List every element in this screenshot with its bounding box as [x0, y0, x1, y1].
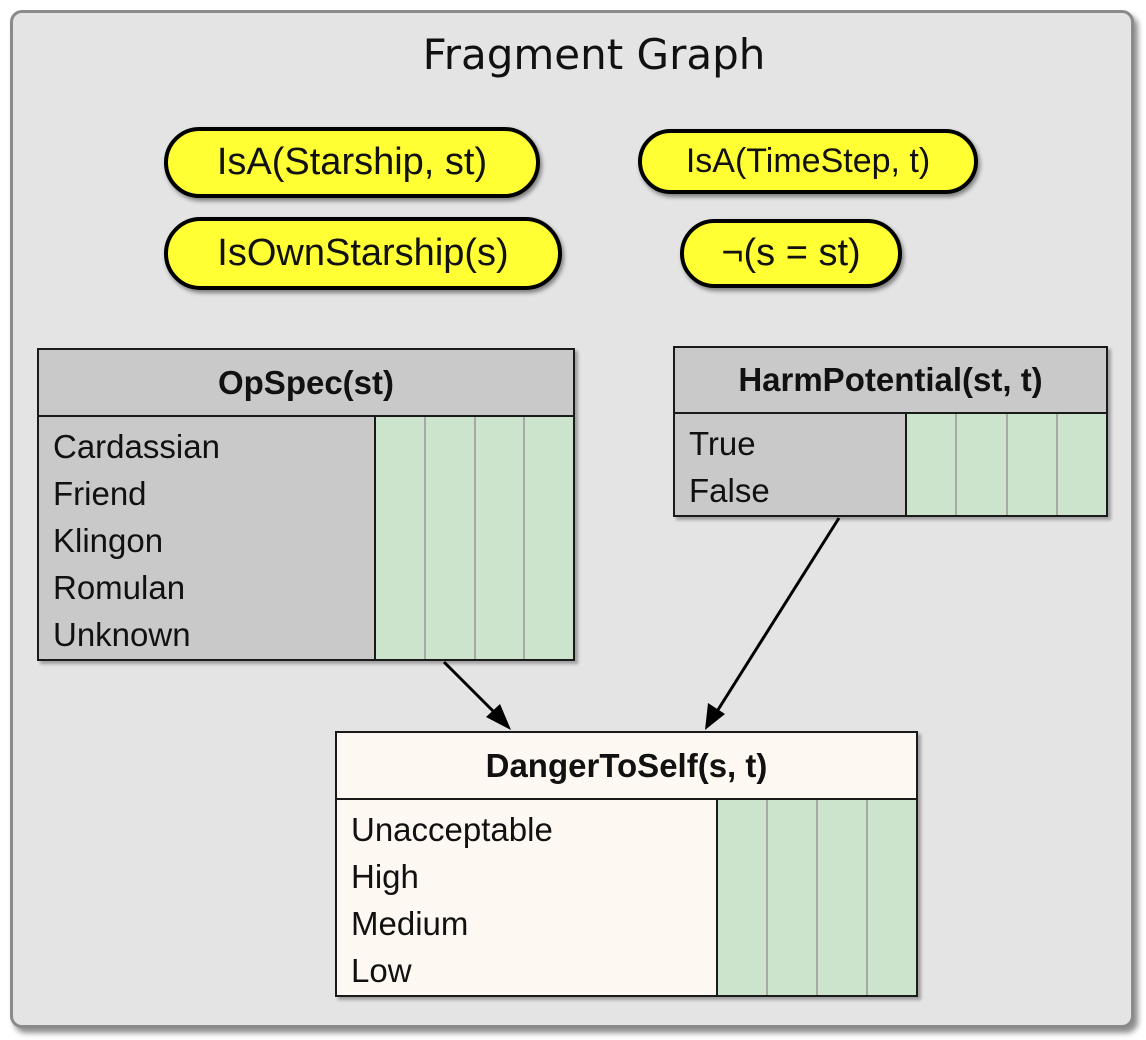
- context-node-s-not-equal-st[interactable]: ¬(s = st): [680, 219, 902, 288]
- arrowhead-icon: [705, 703, 725, 730]
- state-label: High: [351, 858, 419, 895]
- state-label: Medium: [351, 905, 469, 942]
- probability-bar: [768, 800, 818, 995]
- state-label: Friend: [53, 475, 147, 512]
- node-dangertoself-title: DangerToSelf(s, t): [337, 733, 916, 800]
- node-dangertoself-probability-bars: [718, 800, 916, 995]
- probability-bar: [426, 417, 476, 659]
- probability-bar: [907, 414, 958, 515]
- context-node-isa-starship[interactable]: IsA(Starship, st): [164, 127, 540, 198]
- probability-bar: [1008, 414, 1058, 515]
- state-label: Romulan: [53, 569, 186, 606]
- node-harmpotential[interactable]: HarmPotential(st, t) True False: [673, 346, 1108, 517]
- probability-bar: [957, 414, 1008, 515]
- state-label: Cardassian: [53, 428, 220, 465]
- state-label: Unknown: [53, 616, 191, 653]
- node-harmpotential-title: HarmPotential(st, t): [675, 348, 1106, 414]
- node-opspec[interactable]: OpSpec(st) Cardassian Friend Klingon Rom…: [37, 348, 575, 661]
- node-opspec-title: OpSpec(st): [39, 350, 573, 417]
- graph-title: Fragment Graph: [422, 30, 766, 79]
- node-dangertoself[interactable]: DangerToSelf(s, t) Unacceptable High Med…: [335, 731, 918, 997]
- node-dangertoself-states: Unacceptable High Medium Low: [337, 800, 718, 995]
- state-label: Klingon: [53, 522, 164, 559]
- node-harmpotential-probability-bars: [907, 414, 1106, 515]
- probability-bar: [476, 417, 526, 659]
- context-node-isownstarship[interactable]: IsOwnStarship(s): [164, 217, 562, 290]
- state-label: True: [689, 425, 756, 462]
- edge-harmpotential-to-dangertoself: [714, 517, 841, 714]
- state-label: False: [689, 472, 770, 509]
- context-node-isa-timestep[interactable]: IsA(TimeStep, t): [638, 129, 978, 194]
- probability-bar: [718, 800, 768, 995]
- arrowhead-icon: [486, 704, 511, 730]
- node-opspec-probability-bars: [376, 417, 573, 659]
- probability-bar: [818, 800, 868, 995]
- state-label: Low: [351, 952, 412, 989]
- probability-bar: [376, 417, 426, 659]
- state-label: Unacceptable: [351, 811, 553, 848]
- node-harmpotential-states: True False: [675, 414, 907, 515]
- node-opspec-states: Cardassian Friend Klingon Romulan Unknow…: [39, 417, 376, 659]
